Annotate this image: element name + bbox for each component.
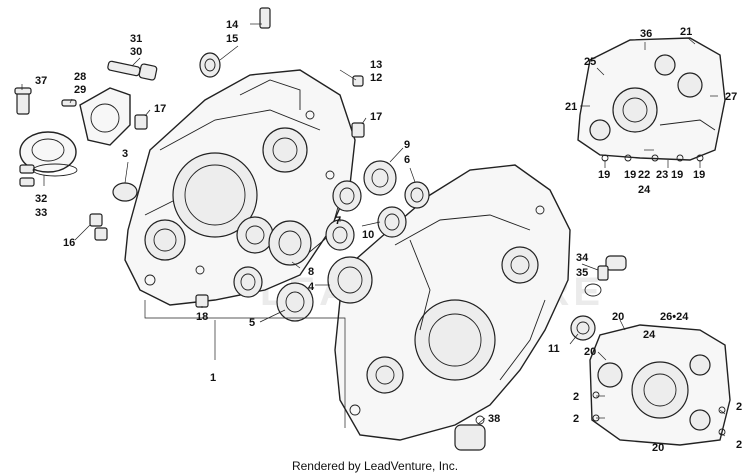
callout-inset-bottom-20b: 20 <box>584 346 596 358</box>
cover-28 <box>61 87 131 146</box>
filter-housing-32 <box>19 131 78 187</box>
seal-11 <box>570 315 596 341</box>
callout-4: 4 <box>308 281 315 293</box>
bearing-8 <box>268 220 312 266</box>
callout-34: 34 <box>576 252 589 264</box>
callout-inset-top-36: 36 <box>640 28 652 40</box>
callout-inset-bottom-2d: 2 <box>736 439 742 451</box>
callout-13: 13 <box>370 59 382 71</box>
callout-12: 12 <box>370 72 382 84</box>
dowel-16a <box>89 213 103 227</box>
dowel-14 <box>259 7 271 29</box>
right-crankcase-half <box>334 164 571 441</box>
inset-right-crankcase-bottom <box>589 324 731 446</box>
callout-inset-top-19d: 19 <box>693 169 705 181</box>
callout-1: 1 <box>210 372 216 384</box>
callout-15: 15 <box>226 33 238 45</box>
seal-15 <box>199 52 221 78</box>
callout-inset-bottom-2a: 2 <box>573 391 579 403</box>
callout-31: 31 <box>130 33 142 45</box>
bearing-6 <box>404 181 430 209</box>
dowel-16b <box>94 227 108 241</box>
callout-inset-bottom-20a: 20 <box>612 311 624 323</box>
leader-lines <box>21 23 726 437</box>
callout-inset-top-19c: 19 <box>671 169 683 181</box>
bearing-small-left <box>233 266 263 298</box>
callout-14: 14 <box>226 19 239 31</box>
callout-16: 16 <box>63 237 75 249</box>
callout-inset-top-21b: 21 <box>565 101 577 113</box>
callout-10: 10 <box>362 229 374 241</box>
callout-18: 18 <box>196 311 208 323</box>
dowel-17b <box>351 122 365 138</box>
dowel-17a <box>134 114 148 130</box>
pin-31 <box>107 60 158 81</box>
callout-inset-bottom-2c: 2 <box>736 401 742 413</box>
oring-3 <box>112 182 138 202</box>
callout-17b: 17 <box>370 111 382 123</box>
callout-inset-bottom-20c: 20 <box>652 442 664 454</box>
callout-8: 8 <box>308 266 314 278</box>
callout-inset-top-21a: 21 <box>680 26 692 38</box>
dowel-18 <box>195 294 209 308</box>
callout-38: 38 <box>488 413 500 425</box>
bearing-upper <box>332 180 362 212</box>
small-parts <box>14 7 627 451</box>
callout-17a: 17 <box>154 103 166 115</box>
callout-37: 37 <box>35 75 47 87</box>
footer-credit: Rendered by LeadVenture, Inc. <box>292 459 458 473</box>
callout-inset-top-24: 24 <box>638 184 651 196</box>
callout-inset-top-22: 22 <box>638 169 650 181</box>
callout-inset-top-27: 27 <box>725 91 737 103</box>
callout-7: 7 <box>335 215 341 227</box>
plug-13 <box>352 75 364 87</box>
bearing-10 <box>377 206 407 238</box>
callout-5: 5 <box>249 317 255 329</box>
bearing-5 <box>276 282 314 322</box>
callout-inset-top-23: 23 <box>656 169 668 181</box>
bearing-4 <box>327 256 373 304</box>
callout-6: 6 <box>404 154 410 166</box>
callout-inset-bottom-2b: 2 <box>573 413 579 425</box>
callout-29: 29 <box>74 84 86 96</box>
callout-inset-top-19a: 19 <box>598 169 610 181</box>
spacer-38 <box>454 424 486 451</box>
callout-33: 33 <box>35 207 47 219</box>
callout-11: 11 <box>548 343 560 355</box>
callout-inset-bottom-26-24: 26•24 <box>660 311 689 323</box>
inset-right-crankcase-top <box>577 37 726 162</box>
callout-inset-top-19b: 19 <box>624 169 636 181</box>
callout-28: 28 <box>74 71 86 83</box>
dipstick-34 <box>584 255 627 297</box>
callout-labels: 37 28 29 31 30 14 15 13 12 17 17 3 32 33… <box>35 19 742 454</box>
callout-30: 30 <box>130 46 142 58</box>
callout-3: 3 <box>122 148 128 160</box>
callout-32: 32 <box>35 193 47 205</box>
callout-35: 35 <box>576 267 588 279</box>
callout-inset-top-25: 25 <box>584 56 596 68</box>
callout-inset-bottom-24: 24 <box>643 329 656 341</box>
fitting-37 <box>14 87 32 115</box>
callout-9: 9 <box>404 139 410 151</box>
bearing-9 <box>363 160 397 196</box>
